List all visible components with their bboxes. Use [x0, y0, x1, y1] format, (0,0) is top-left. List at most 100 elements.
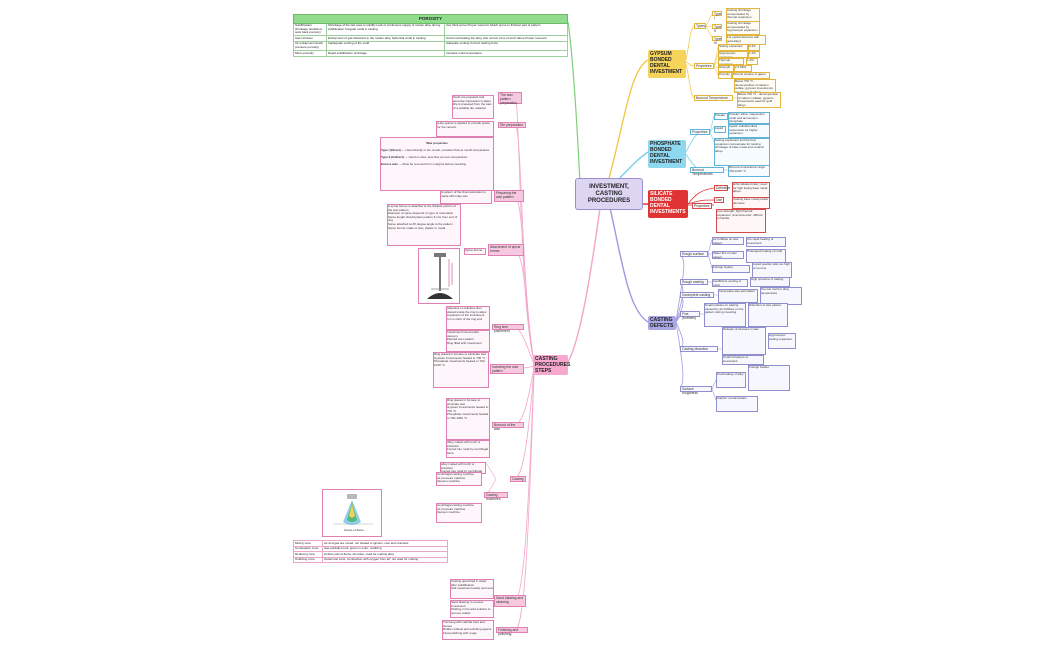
step-desc: Centrifugal casting machine Air pressure… [436, 503, 482, 523]
phosphate-burnout-desc: Burnout temperature range 700-1030 °C [728, 165, 770, 177]
silicate-definition-node[interactable]: Definition [714, 185, 731, 191]
phosphate-liquid-desc: Liquid: colloidal silica suspension for … [728, 124, 770, 138]
step-preparing-wax-pattern[interactable]: Preparing the wax pattern [494, 190, 524, 202]
wax-table-title: Wax properties [426, 140, 448, 145]
topic-defects-label: CASTING DEFECTS [650, 317, 674, 329]
step-label: Attachment of sprue former [490, 245, 521, 253]
gypsum-burnout-node[interactable]: Burnout Temperature [694, 95, 733, 101]
defect-item: Liquid powder ratio too high or too low [752, 262, 792, 278]
defect-item: Overheating of alloy [716, 372, 746, 388]
defect-fins[interactable]: Fins (bubbles) [680, 311, 700, 320]
topic-gypsum[interactable]: GYPSUM BONDED DENTAL INVESTMENT [648, 50, 686, 78]
step-desc: Ring placed in furnace to eliminate wax … [433, 352, 489, 388]
phosphate-properties-label: Properties [692, 130, 708, 134]
step-label: Ring liner placement [494, 325, 510, 333]
defect-item: Foreign bodies [748, 365, 790, 391]
porosity-table: POROSITY Solidification shrinkage (local… [293, 14, 568, 57]
step-casting-machines[interactable]: Casting machines [484, 492, 508, 501]
defect-label: Incomplete casting [682, 293, 711, 297]
step-label: Sand blasting and cleaning [496, 596, 524, 604]
gypsum-properties-node[interactable]: Properties [694, 63, 714, 69]
defect-casting-distortion[interactable]: Casting distortion [680, 346, 718, 352]
wax-table-cell: Used on dies; less flow at room temperat… [408, 154, 468, 159]
gypsum-prop-name: Porosity [718, 72, 732, 79]
gypsum-type-2[interactable]: Type II [712, 24, 722, 33]
step-desc: Casting quenched in water after solidifi… [450, 579, 494, 599]
topic-phosphate-label: PHOSPHATE BONDED DENTAL INVESTMENT [650, 141, 683, 165]
phosphate-burnout-node[interactable]: Burnout Temperatures [690, 167, 724, 176]
step-desc: Asbestos or cellulose liner placed insid… [446, 306, 490, 330]
step-desc: Sand blasting to remove investment Pickl… [450, 600, 494, 618]
wax-properties-table: Wax properties Type I (Direct) — Used di… [380, 137, 494, 191]
step-desc: Centrifugal casting machine Air pressure… [436, 472, 482, 486]
gypsum-type-2-desc: Casting shrinkage compensated by hygrosc… [726, 21, 760, 35]
gypsum-prop-name: Thermal expansion [718, 58, 744, 65]
gypsum-type-3[interactable]: Type III [712, 36, 722, 45]
step-ring-liner[interactable]: Ring liner placement [492, 324, 524, 333]
step-desc: Investment mixed under vacuum Painted ov… [446, 330, 490, 352]
defect-item: High pressure of casting [750, 277, 790, 287]
table-row: Solidification shrinkage (localized, suc… [293, 22, 568, 37]
central-topic[interactable]: INVESTMENT, CASTING PROCEDURES [575, 178, 643, 210]
defect-rough-surface[interactable]: Rough surface [680, 251, 708, 257]
step-sand-blasting[interactable]: Sand blasting and cleaning [494, 595, 526, 607]
gypsum-prop-value: 1.2% [748, 51, 760, 58]
wax-table-cell: Must be removed from margins before inve… [402, 162, 467, 167]
defect-item: Small nodules on casting caused by air b… [704, 303, 746, 327]
defect-item: Sulphur contamination [716, 396, 758, 412]
step-desc: Teeth are prepared and accurate impressi… [452, 95, 494, 119]
defect-surface-roughness[interactable]: Surface roughness [680, 386, 712, 395]
defect-item: Insufficient venting of mold [712, 279, 748, 287]
silicate-properties-node[interactable]: Properties [692, 203, 712, 209]
gypsum-types-node[interactable]: Types [694, 23, 706, 29]
gypsum-prop-name: Hygroscopic expansion [718, 51, 748, 58]
gypsum-prop-value: 2.4 MPa [734, 65, 752, 72]
step-desc: Alloy melted with torch or induction For… [446, 440, 490, 458]
defect-incomplete-casting[interactable]: Incomplete casting [680, 292, 714, 298]
table-row: Air entrapment (back pressure porosity)I… [293, 40, 568, 52]
step-burnout[interactable]: Burnout of the wax [492, 422, 524, 431]
gypsum-prop-value: 1.4% [746, 58, 758, 65]
defect-item: Small inclusions of investment [722, 355, 764, 365]
topic-gypsum-label: GYPSUM BONDED DENTAL INVESTMENT [650, 51, 683, 75]
porosity-cell: Shrinkage of the last area to solidify L… [326, 22, 445, 37]
defect-rough-casting[interactable]: Rough casting [680, 279, 708, 285]
gypsum-types-label: Types [696, 24, 706, 28]
gypsum-prop-value: Permits escape of gases [732, 72, 770, 79]
porosity-cell: Air entrapment (back pressure porosity) [293, 40, 327, 52]
silicate-properties-label: Properties [694, 204, 710, 208]
gypsum-type-2-label: Type II [714, 25, 722, 33]
topic-defects[interactable]: CASTING DEFECTS [648, 316, 676, 330]
silicate-definition-label: Definition [716, 186, 731, 190]
sprue-former-drawing [427, 253, 453, 299]
silicate-use-node[interactable]: Use [714, 197, 724, 203]
phosphate-powder-desc: Powder: silica, magnesium oxide and ammo… [728, 112, 770, 124]
gypsum-type-1[interactable]: Type I [712, 11, 722, 20]
flame-drawing [333, 494, 373, 525]
defect-item: Too low mold or alloy temperature [760, 287, 802, 305]
defect-label: Rough surface [682, 252, 705, 256]
step-investing[interactable]: Investing the wax pattern [490, 364, 524, 374]
step-finishing-polishing[interactable]: Finishing and polishing [496, 627, 528, 636]
phosphate-properties-node[interactable]: Properties [690, 129, 710, 135]
step-label: Burnout of the wax [494, 423, 516, 431]
step-sprue-attachment[interactable]: Attachment of sprue former [488, 244, 524, 256]
sprue-former-tag: Sprue former [464, 248, 486, 255]
defect-label: Rough casting [682, 280, 704, 284]
step-die-preparation[interactable]: Die preparation [498, 122, 526, 128]
defect-item: Release of stresses in wax [722, 327, 766, 355]
step-casting[interactable]: Casting [510, 476, 526, 482]
flame-caption: Zones of flame [344, 529, 364, 532]
topic-steps[interactable]: CASTING PROCEDURES STEPS [533, 355, 570, 375]
step-wax-pattern-prep[interactable]: The wax pattern preparation [498, 92, 522, 105]
topic-silicate[interactable]: SILICATE BONDED DENTAL INVESTMENTS [648, 190, 688, 218]
wax-table-cell: Excess wax [381, 162, 398, 167]
topic-phosphate[interactable]: PHOSPHATE BONDED DENTAL INVESTMENT [648, 140, 686, 168]
porosity-cell: Micro-porosity [293, 50, 327, 57]
gypsum-prop-name: Setting expansion [718, 44, 748, 51]
step-desc: Trimming with carbide burs and stones Ru… [442, 620, 494, 640]
defect-item: Hygroscopic setting expansion [768, 333, 796, 349]
